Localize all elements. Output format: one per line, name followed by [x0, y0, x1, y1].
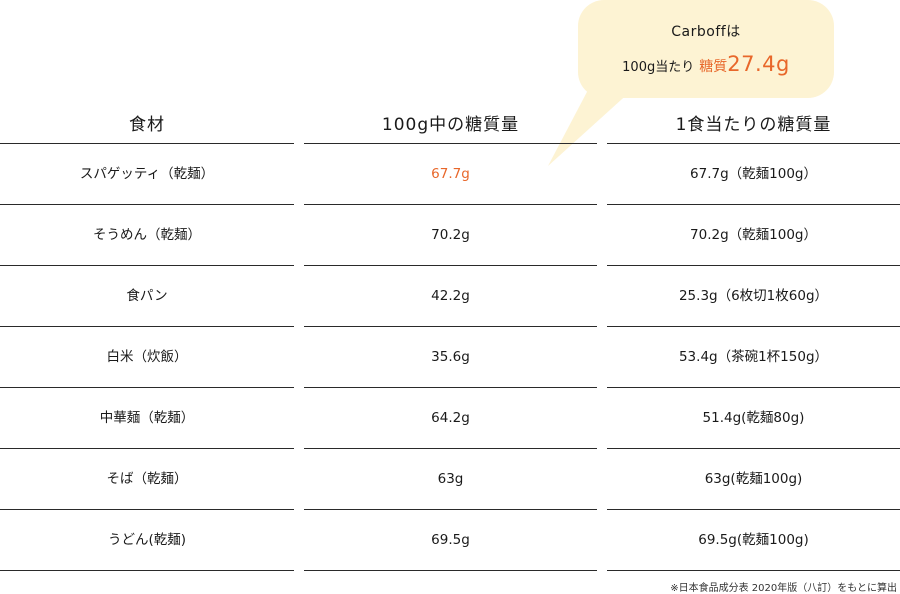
table-row-food: そうめん（乾麺）: [0, 205, 294, 266]
source-footnote: ※日本食品成分表 2020年版（八訂）をもとに算出: [670, 583, 897, 594]
table-row-per-100g: 69.5g: [304, 510, 597, 571]
table-row-per-serving: 70.2g（乾麺100g）: [607, 205, 900, 266]
table-row-per-100g: 35.6g: [304, 327, 597, 388]
bubble-carb-info: 100g当たり糖質27.4g: [578, 52, 834, 76]
table-row-per-100g: 64.2g: [304, 388, 597, 449]
bubble-per-100g-label: 100g当たり: [622, 60, 695, 75]
table-row-per-100g: 70.2g: [304, 205, 597, 266]
speech-bubble: Carboffは 100g当たり糖質27.4g: [578, 0, 834, 98]
bubble-carb-value: 27.4g: [727, 52, 790, 76]
header-food: 食材: [0, 106, 294, 144]
table-row-food: 食パン: [0, 266, 294, 327]
table-row-food: スパゲッティ（乾麺）: [0, 144, 294, 205]
header-carb-per-100g: 100g中の糖質量: [304, 106, 597, 144]
table-row-per-serving: 67.7g（乾麺100g）: [607, 144, 900, 205]
table-row-per-serving: 63g(乾麺100g): [607, 449, 900, 510]
table-row-per-serving: 25.3g（6枚切1枚60g）: [607, 266, 900, 327]
table-row-per-serving: 51.4g(乾麺80g): [607, 388, 900, 449]
table-row-food: 白米（炊飯）: [0, 327, 294, 388]
table-row-per-serving: 69.5g(乾麺100g): [607, 510, 900, 571]
table-row-food: うどん(乾麺): [0, 510, 294, 571]
table-row-food: そば（乾麺）: [0, 449, 294, 510]
table-row-per-100g: 42.2g: [304, 266, 597, 327]
bubble-carb-label: 糖質: [699, 59, 728, 75]
bubble-product-name: Carboffは: [671, 24, 741, 40]
table-row-per-100g: 67.7g: [304, 144, 597, 205]
table-row-per-100g: 63g: [304, 449, 597, 510]
header-carb-per-serving: 1食当たりの糖質量: [607, 106, 900, 144]
table-row-food: 中華麺（乾麺）: [0, 388, 294, 449]
table-row-per-serving: 53.4g（茶碗1杯150g）: [607, 327, 900, 388]
